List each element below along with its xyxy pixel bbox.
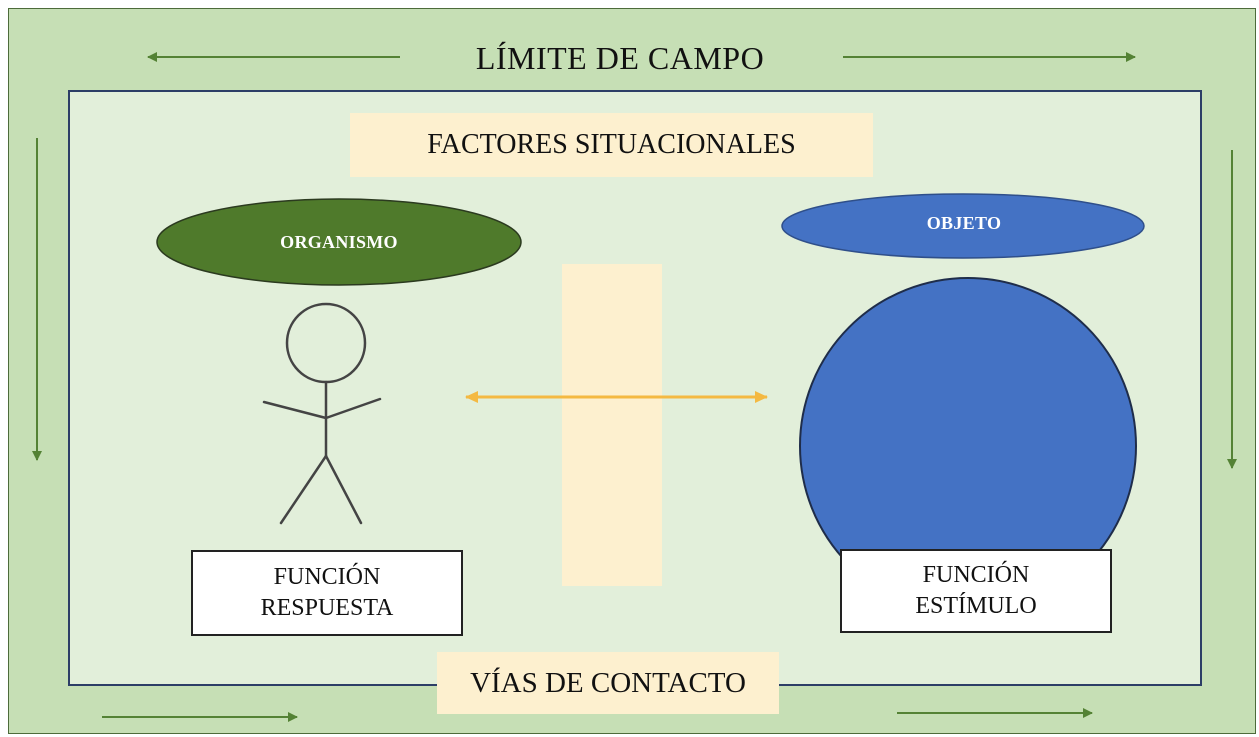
field-limit-title: LÍMITE DE CAMPO: [475, 39, 765, 76]
object-ellipse: [781, 193, 1145, 259]
organism-ellipse: [156, 198, 522, 286]
stimulus-function-box: FUNCIÓN ESTÍMULO: [840, 549, 1112, 633]
response-function-line2: RESPUESTA: [260, 595, 394, 621]
stimulus-function-line1: FUNCIÓN: [922, 562, 1030, 588]
person-stick-figure: [262, 302, 382, 525]
organism-label: ORGANISMO: [280, 231, 398, 252]
contact-paths-label: VÍAS DE CONTACTO: [437, 652, 779, 714]
situational-factors-label: FACTORES SITUACIONALES: [350, 113, 873, 177]
response-function-line1: FUNCIÓN: [273, 564, 381, 590]
response-function-box: FUNCIÓN RESPUESTA: [191, 550, 463, 636]
object-label: OBJETO: [926, 212, 1002, 233]
contact-medium-bar: [562, 264, 662, 586]
stimulus-function-line2: ESTÍMULO: [915, 593, 1037, 619]
